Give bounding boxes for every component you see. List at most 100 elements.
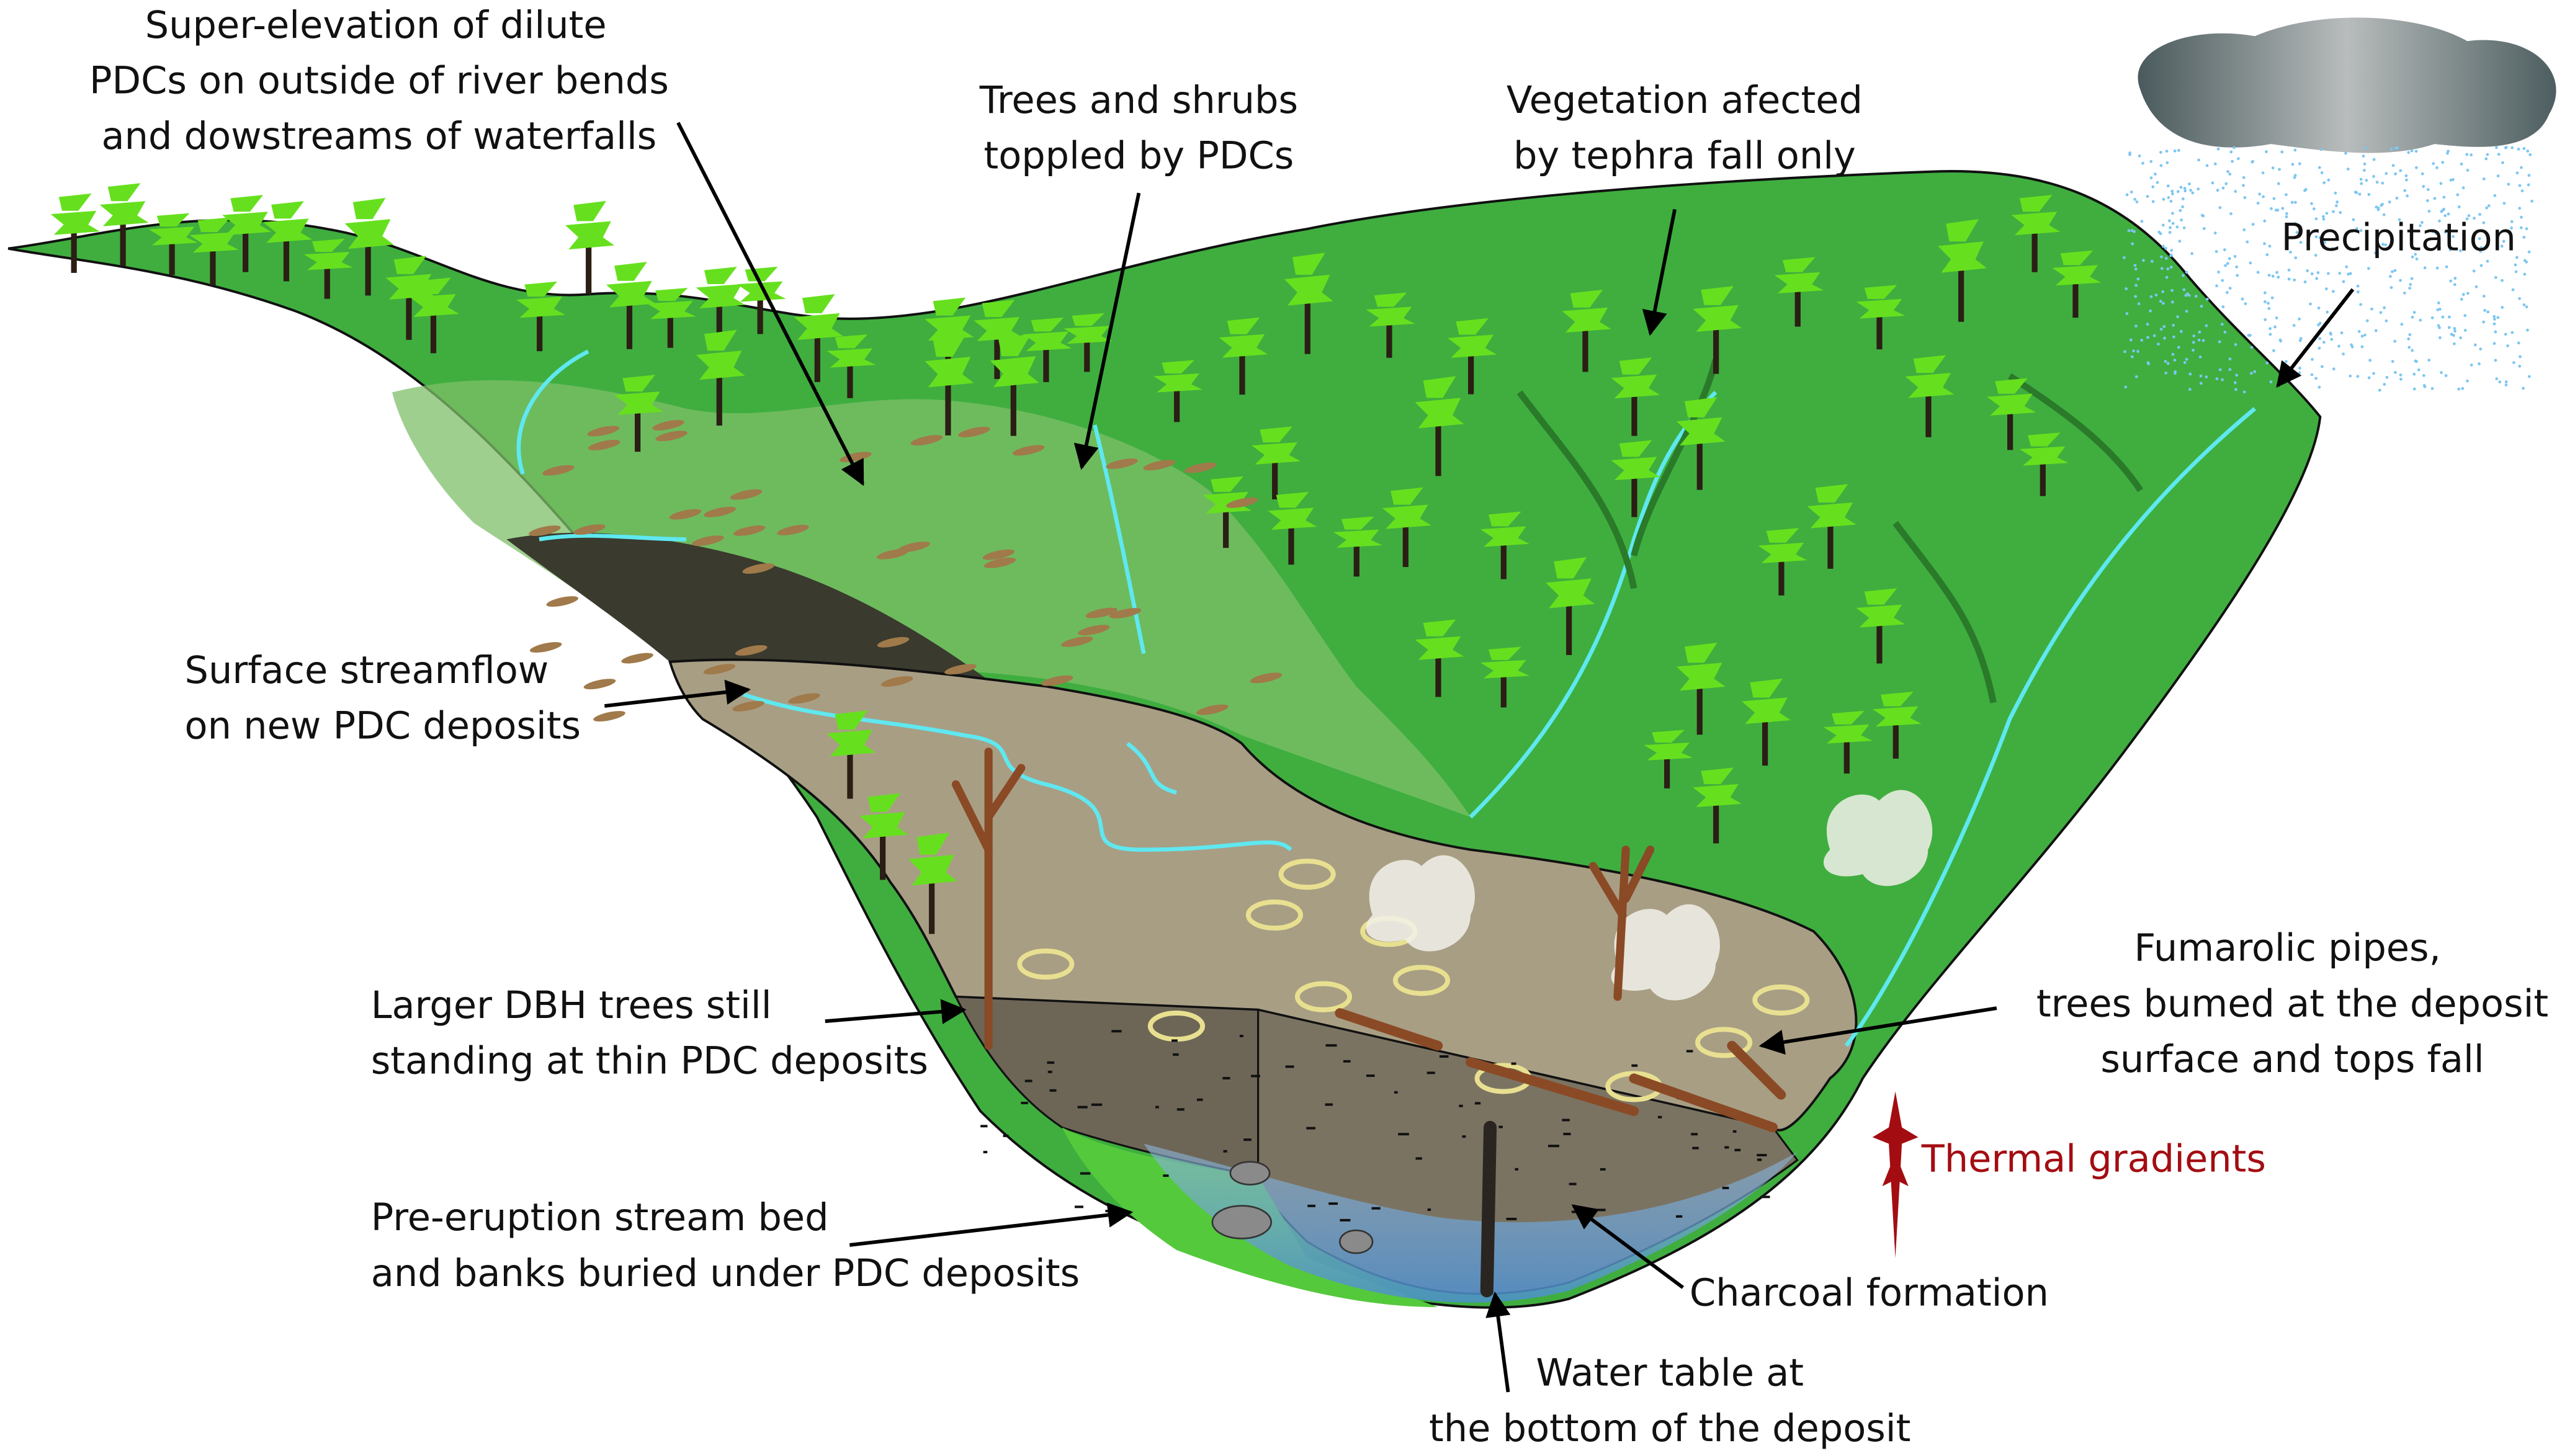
tree-foliage	[303, 238, 353, 270]
rain-drop	[2262, 195, 2265, 199]
rain-drop	[2463, 329, 2467, 332]
rain-drop	[2507, 182, 2510, 186]
rain-drop	[2362, 169, 2366, 172]
rain-drop	[2438, 219, 2441, 223]
precipitation-drops	[2122, 146, 2533, 394]
rain-drop	[2231, 159, 2234, 163]
toppled-shrub	[1143, 460, 1176, 471]
streams	[516, 349, 2257, 1047]
tree-trunk	[1353, 545, 1359, 577]
rain-drop	[2236, 274, 2239, 277]
charcoal-fragment	[1459, 1104, 1463, 1107]
rain-drop	[2146, 195, 2149, 199]
rain-drop	[2170, 192, 2174, 195]
rain-drop	[2393, 339, 2397, 343]
rain-drop	[2318, 346, 2321, 350]
charcoal-fragment	[1498, 1125, 1503, 1128]
toppled-shrub	[1109, 608, 1142, 619]
rain-drop	[2372, 372, 2375, 375]
rain-drop	[2141, 161, 2144, 165]
rain-drop	[2125, 312, 2129, 315]
rain-drop	[2179, 329, 2183, 333]
rain-drop	[2383, 383, 2386, 386]
tree-foliage	[925, 334, 974, 388]
rain-drop	[2287, 268, 2291, 272]
rain-drop	[2437, 301, 2440, 305]
tree-trunk	[1696, 441, 1703, 490]
charcoal-fragment	[1371, 1207, 1381, 1210]
tree-foliage	[1284, 252, 1333, 306]
rain-drop	[2452, 235, 2455, 238]
tree-trunk	[1696, 686, 1703, 735]
rain-drop	[2372, 158, 2376, 161]
tree-foliage	[1611, 357, 1660, 399]
rain-drop	[2312, 207, 2316, 211]
rain-drop	[2344, 151, 2347, 155]
tree-foliage	[696, 266, 745, 309]
rain-drop	[2272, 349, 2275, 352]
rain-drop	[2427, 210, 2431, 213]
tree-trunk	[1958, 268, 1964, 322]
rain-drop	[2234, 190, 2237, 193]
rain-drop	[2362, 154, 2365, 158]
rain-drop	[2277, 275, 2280, 279]
rain-drop	[2520, 215, 2523, 219]
fumarole-rim	[1017, 948, 1075, 980]
rain-drop	[2407, 337, 2411, 341]
toppled-shrub	[982, 549, 1015, 560]
toppled-shrub	[655, 431, 688, 442]
label-thermal-gradients: Thermal gradients	[1921, 1137, 2266, 1181]
rain-drop	[2130, 229, 2134, 233]
rain-drop	[2177, 149, 2180, 152]
label-line: and banks buried under PDC deposits	[371, 1252, 1080, 1295]
rain-drop	[2293, 148, 2297, 152]
tree-trunk	[71, 231, 77, 273]
tree-trunk	[847, 365, 853, 398]
rain-drop	[2326, 272, 2330, 275]
rain-drop	[2349, 374, 2352, 378]
rain-drop	[2356, 375, 2360, 378]
charcoal-fragment	[1569, 1182, 1577, 1186]
rain-drop	[2486, 153, 2489, 156]
rain-drop	[2179, 209, 2182, 212]
rain-drop	[2378, 388, 2381, 392]
rain-drop	[2224, 264, 2227, 267]
charcoal-fragment	[1439, 1055, 1449, 1058]
rain-drop	[2287, 277, 2291, 281]
rain-drop	[2228, 368, 2232, 372]
tree-foliage	[1023, 317, 1072, 352]
rain-drop	[2320, 365, 2324, 368]
rain-drop	[2178, 239, 2182, 243]
rain-drop	[2213, 162, 2217, 166]
charcoal-fragment	[1511, 1062, 1516, 1065]
rain-drop	[2347, 272, 2350, 276]
rain-drop	[2321, 215, 2325, 218]
rain-drop	[2510, 226, 2514, 230]
leader-arrows	[604, 122, 2355, 1393]
tree-trunk	[1713, 328, 1719, 374]
tree-trunk	[945, 337, 951, 380]
rain-drop	[2164, 371, 2168, 375]
toppled-shrub	[880, 676, 913, 687]
rain-drop	[2407, 346, 2411, 349]
rain-drop	[2514, 263, 2517, 267]
rain-drop	[2125, 193, 2129, 197]
rain-drop	[2501, 306, 2504, 309]
rain-drop	[2167, 196, 2170, 199]
rain-drop	[2421, 221, 2424, 224]
rain-drop	[2159, 164, 2163, 167]
toppled-shrub	[958, 426, 990, 437]
label-line: toppled by PDCs	[983, 135, 1294, 178]
toppled-shrub	[587, 426, 620, 437]
rain-drop	[2318, 236, 2322, 239]
rain-drop	[2465, 217, 2469, 221]
rain-drop	[2221, 378, 2224, 382]
rain-cloud	[2138, 17, 2556, 153]
tree-trunk	[1500, 676, 1507, 708]
tree-foliage	[1693, 285, 1742, 332]
rain-drop	[2438, 336, 2442, 339]
label-line: PDCs on outside of river bends	[89, 59, 669, 102]
rain-drop	[2131, 242, 2134, 246]
fumarole-rim	[1147, 1011, 1206, 1042]
